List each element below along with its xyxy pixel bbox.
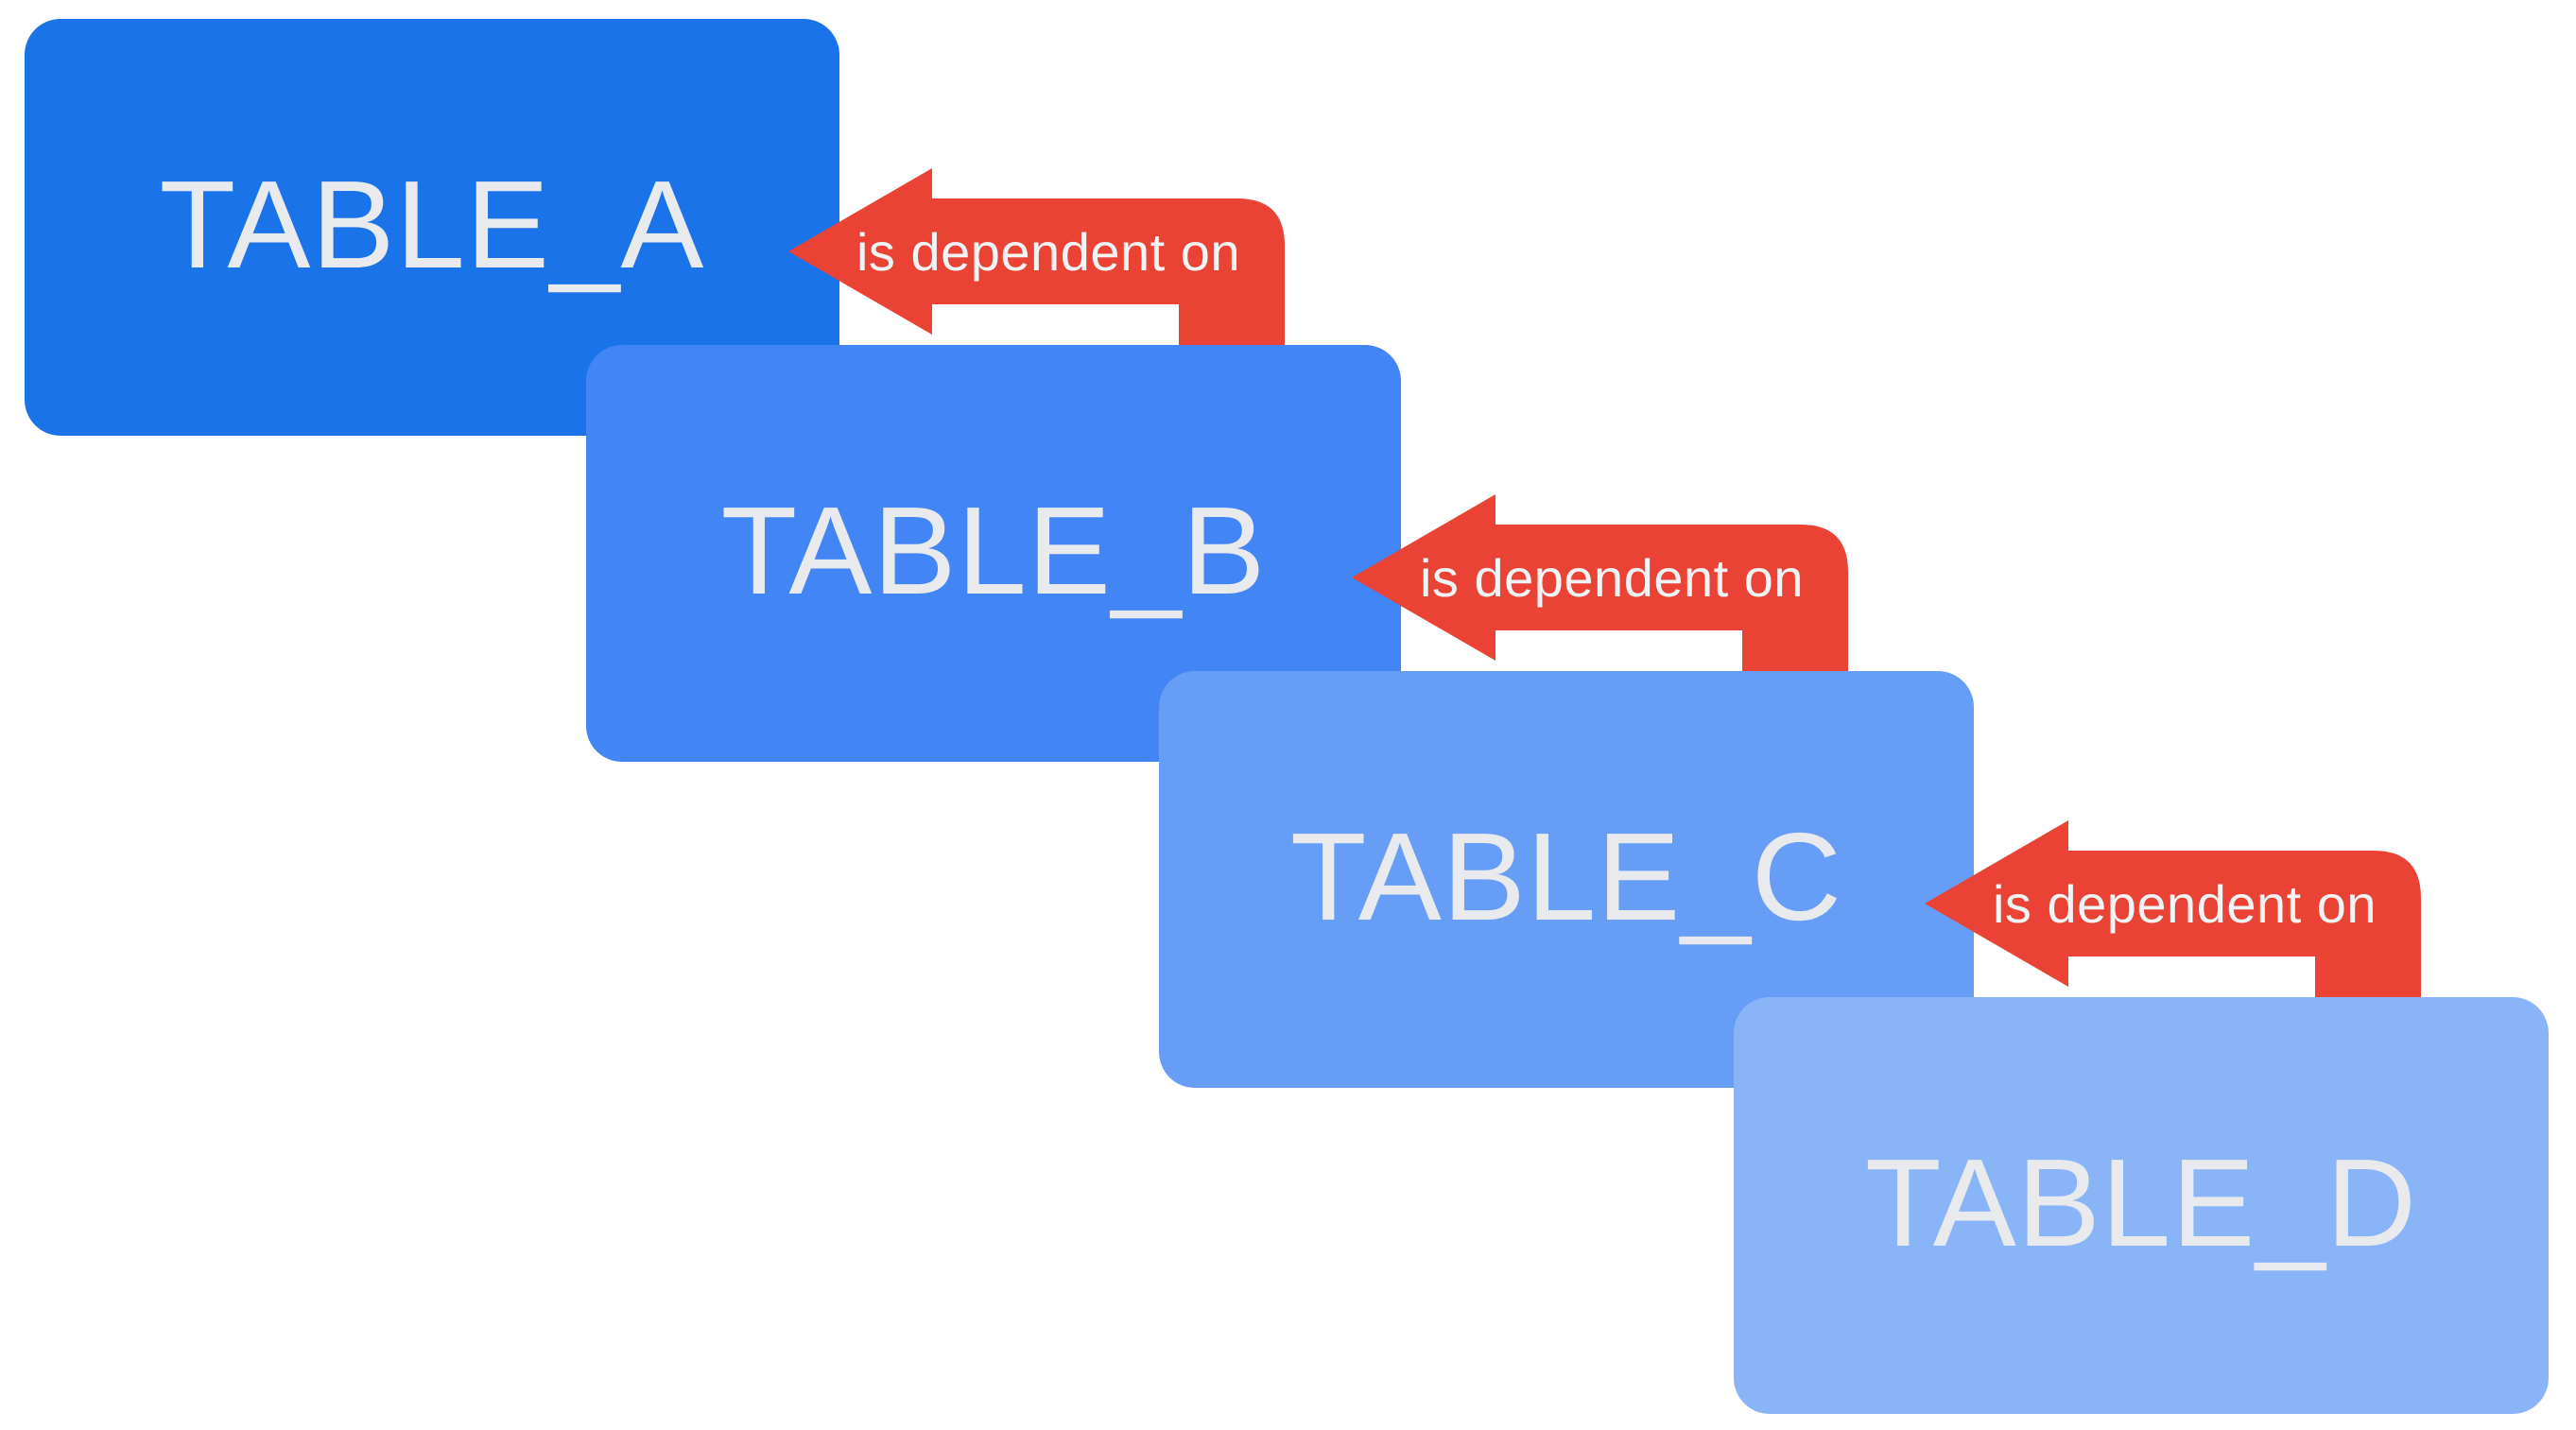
arrow-left-elbow-shape xyxy=(1352,494,1848,721)
dependency-arrow-label: is dependent on xyxy=(856,221,1241,282)
dependency-arrow-shape xyxy=(1925,820,2421,1047)
dependency-arrow-shape xyxy=(788,168,1285,395)
dependency-arrow-b-to-a xyxy=(788,168,1285,395)
table-node-d: TABLE_D xyxy=(1734,997,2549,1414)
table-node-b-label: TABLE_B xyxy=(720,480,1267,620)
dependency-arrow-c-to-b xyxy=(1352,494,1848,721)
dependency-arrow-label: is dependent on xyxy=(1992,873,2377,934)
table-node-a: TABLE_A xyxy=(25,19,839,436)
table-node-c-label: TABLE_C xyxy=(1289,806,1843,946)
dependency-arrow-d-to-c xyxy=(1925,820,2421,1047)
arrow-left-elbow-shape xyxy=(1925,820,2421,1047)
table-node-d-label: TABLE_D xyxy=(1864,1132,2418,1272)
arrow-left-elbow-shape xyxy=(788,168,1285,395)
table-node-a-label: TABLE_A xyxy=(159,154,705,294)
dependency-arrow-shape xyxy=(1352,494,1848,721)
dependency-arrow-label: is dependent on xyxy=(1419,547,1805,608)
